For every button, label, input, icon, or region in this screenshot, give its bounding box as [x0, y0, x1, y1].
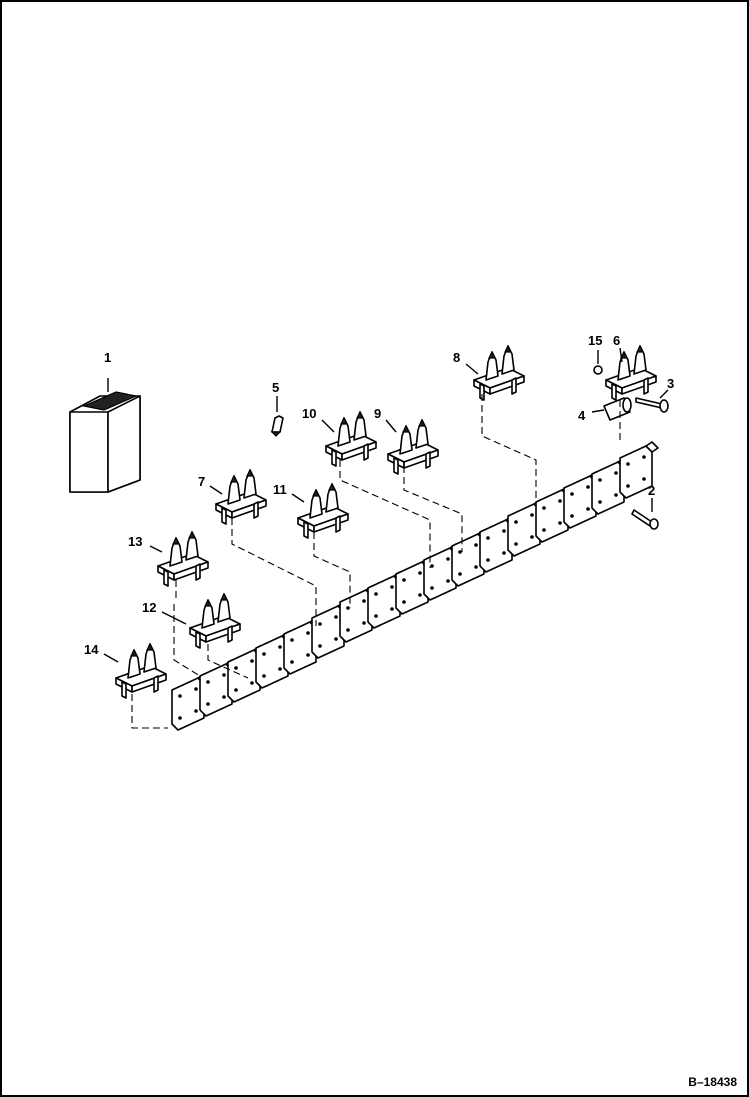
part-12-holder [189, 593, 241, 649]
callout-13: 13 [128, 534, 142, 549]
part-2-bolt [631, 509, 659, 530]
part-14-holder [115, 643, 167, 699]
callout-2: 2 [648, 483, 655, 498]
callout-15: 15 [588, 333, 602, 348]
part-6-holder [605, 345, 657, 401]
part-10-holder [325, 411, 377, 467]
part-7-holder [215, 469, 267, 525]
callout-10: 10 [302, 406, 316, 421]
part-4-bushing [603, 397, 632, 421]
callout-9: 9 [374, 406, 381, 421]
callout-4: 4 [578, 408, 586, 423]
assembly-lines [131, 394, 621, 729]
callout-14: 14 [84, 642, 99, 657]
part-15-nut [593, 365, 603, 375]
part-8-holder [473, 345, 525, 401]
callout-12: 12 [142, 600, 156, 615]
callout-7: 7 [198, 474, 205, 489]
callout-3: 3 [667, 376, 674, 391]
part-13-holder [157, 531, 209, 587]
callout-8: 8 [453, 350, 460, 365]
callouts: 1 2 3 4 5 6 7 8 9 10 11 12 13 14 15 [84, 333, 674, 657]
part-11-holder [297, 483, 349, 539]
part-5-tooth [270, 396, 284, 437]
part-9-holder [387, 419, 439, 475]
callout-6: 6 [613, 333, 620, 348]
leader-lines [103, 347, 669, 663]
callout-11: 11 [273, 482, 287, 497]
callout-5: 5 [272, 380, 279, 395]
part-3-pin [635, 397, 669, 413]
figure-id: B–18438 [688, 1075, 737, 1089]
part-1-box [69, 378, 141, 493]
callout-1: 1 [104, 350, 111, 365]
